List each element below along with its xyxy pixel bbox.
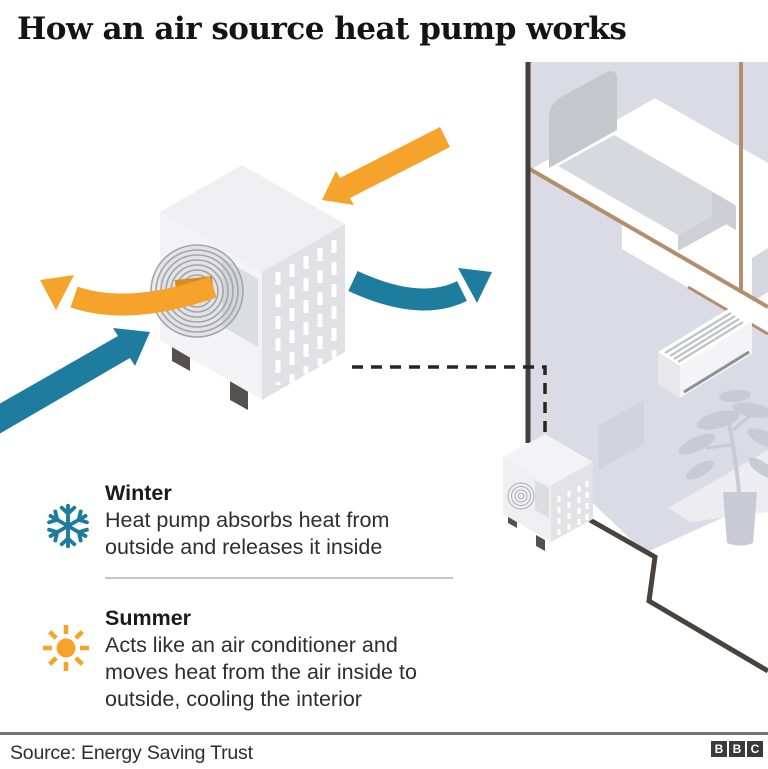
bbc-logo-block: B: [729, 741, 745, 757]
source-credit: Source: Energy Saving Trust: [10, 742, 253, 764]
bbc-logo: B B C: [711, 741, 763, 757]
heat-pump-unit: [150, 165, 345, 410]
dashed-connector: [352, 365, 547, 452]
indoor-unit: [658, 308, 752, 398]
house-cutaway: [525, 62, 768, 553]
winter-description: Heat pump absorbs heat from outside and …: [105, 508, 390, 559]
summer-section: Summer Acts like an air conditioner and …: [105, 605, 459, 713]
sun-icon: [43, 625, 89, 671]
bbc-logo-block: B: [711, 741, 727, 757]
bbc-logo-block: C: [747, 741, 763, 757]
snowflake-icon: [45, 503, 91, 549]
summer-heading: Summer: [105, 606, 192, 630]
cool-air-out-arrow: [348, 268, 492, 311]
refrigerant-pipe: [588, 517, 768, 674]
page-title: How an air source heat pump works: [17, 11, 627, 47]
cool-air-in-arrow: [0, 328, 150, 434]
warm-air-out-arrow: [40, 275, 217, 316]
plant: [678, 389, 768, 546]
warm-air-in-arrow: [322, 127, 450, 205]
outdoor-unit-small: [503, 434, 593, 551]
winter-section: Winter Heat pump absorbs heat from outsi…: [105, 480, 437, 561]
bed: [549, 71, 736, 251]
winter-heading: Winter: [105, 481, 172, 505]
section-divider: [105, 577, 453, 579]
footer-divider: [0, 732, 768, 735]
summer-description: Acts like an air conditioner and moves h…: [105, 633, 417, 711]
